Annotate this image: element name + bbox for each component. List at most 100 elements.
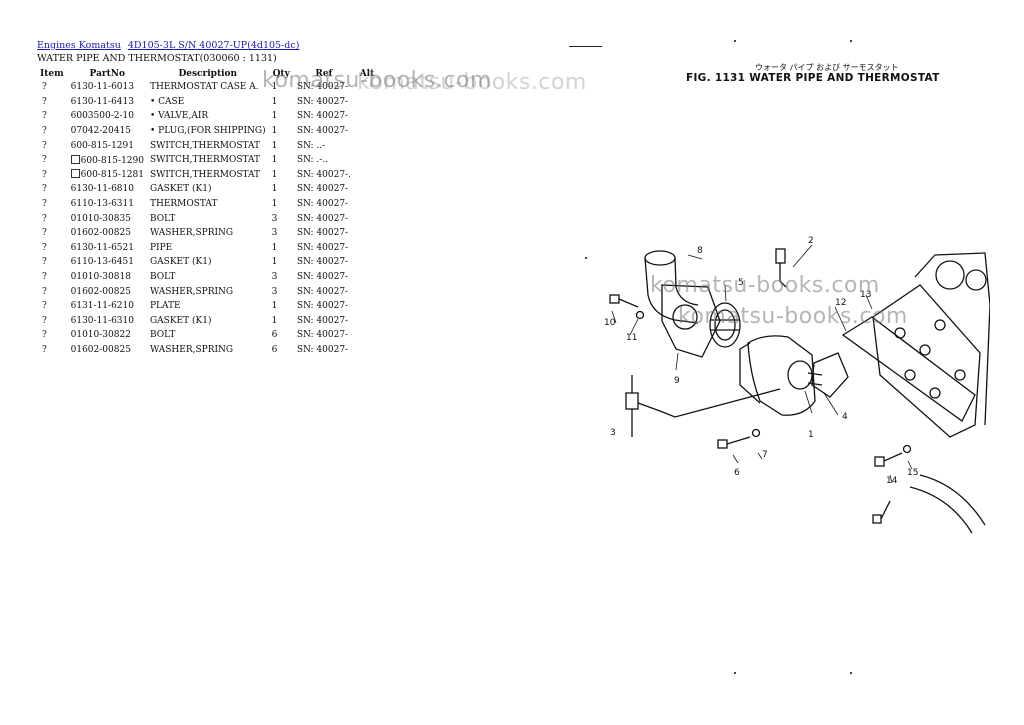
exploded-parts-diagram: 2 8 5 12 13 10 11 9 3 4 1 7 6 14 15	[604, 236, 990, 534]
cell-qty-text: 6	[271, 344, 278, 355]
cell-ref: SN: 40027-	[294, 95, 354, 110]
cell-ref: SN: .-..	[294, 153, 354, 168]
cell-description: GASKET (K1)	[147, 182, 269, 197]
cell-alt	[354, 255, 380, 270]
callout-label: 11	[626, 333, 637, 343]
cell-description-text: SWITCH,THERMOSTAT	[149, 155, 261, 166]
breadcrumb-link-model[interactable]: 4D105-3L S/N 40027-UP(4d105-dc)	[127, 40, 300, 51]
cell-qty-text: 1	[271, 184, 278, 195]
cell-partno-text: 6003500-2-10	[70, 111, 134, 122]
cell-item: ?	[36, 95, 68, 110]
cell-description-text: SWITCH,THERMOSTAT	[149, 140, 261, 151]
breadcrumb-link-brand[interactable]: Engines Komatsu	[37, 40, 121, 51]
header-alt: Alt	[359, 68, 375, 79]
cell-ref-text: SN: .-..	[296, 155, 329, 166]
cell-qty: 1	[269, 168, 294, 183]
cell-description: GASKET (K1)	[147, 314, 269, 329]
cell-description: THERMOSTAT	[147, 197, 269, 212]
cell-qty: 1	[269, 197, 294, 212]
cell-item: ?	[36, 124, 68, 139]
cell-description: BOLT	[147, 211, 269, 226]
cell-description: WASHER,SPRING	[147, 284, 269, 299]
cell-qty: 1	[269, 138, 294, 153]
cell-item-text: ?	[42, 126, 47, 137]
cell-partno-text: 01010-30818	[70, 272, 131, 283]
cell-partno: 6110-13-6451	[68, 255, 147, 270]
cell-alt	[354, 211, 380, 226]
cell-qty-text: 1	[271, 111, 278, 122]
header-qty: Qty	[272, 68, 290, 79]
registration-dot	[734, 672, 736, 674]
callout-label: 3	[610, 428, 616, 438]
cell-item-text: ?	[42, 140, 47, 151]
cell-qty-text: 6	[271, 330, 278, 341]
cell-qty: 3	[269, 226, 294, 241]
cell-qty-text: 1	[271, 169, 278, 180]
cell-alt	[354, 270, 380, 285]
cell-description-text: SWITCH,THERMOSTAT	[149, 169, 261, 180]
cell-partno: 01010-30822	[68, 328, 147, 343]
cell-partno-text: 600-815-1281	[80, 170, 144, 181]
cell-description-text: GASKET (K1)	[149, 257, 212, 268]
cell-description-text: THERMOSTAT	[149, 199, 218, 210]
breadcrumb: Engines Komatsu 4D105-3L S/N 40027-UP(4d…	[37, 40, 303, 51]
cell-ref: SN: 40027-	[294, 255, 354, 270]
cell-partno: 07042-20415	[68, 124, 147, 139]
figure-title: FIG. 1131 WATER PIPE AND THERMOSTAT	[686, 72, 940, 84]
cell-alt	[354, 80, 380, 95]
cell-item: ?	[36, 197, 68, 212]
page-subtitle: WATER PIPE AND THERMOSTAT(030060 : 1131)	[37, 53, 277, 64]
cell-description: BOLT	[147, 328, 269, 343]
cell-alt	[354, 241, 380, 256]
cell-description-text: BOLT	[149, 330, 176, 341]
cell-qty-text: 1	[271, 82, 278, 93]
cell-description-text: • VALVE,AIR	[149, 111, 209, 122]
cell-description-text: WASHER,SPRING	[149, 344, 234, 355]
cell-description-text: • PLUG,(FOR SHIPPING)	[149, 126, 266, 137]
cell-ref-text: SN: 40027-	[296, 213, 349, 224]
callout-label: 6	[734, 468, 740, 478]
bolt-10-drawing	[609, 294, 645, 320]
cell-item: ?	[36, 168, 68, 183]
figure-jp-title: ウォータ パイプ および サーモスタット	[755, 63, 899, 72]
cell-partno: 01602-00825	[68, 226, 147, 241]
cell-description: THERMOSTAT CASE A.	[147, 80, 269, 95]
cell-partno: 01602-00825	[68, 284, 147, 299]
cell-ref-text: SN: 40027-.	[296, 169, 351, 180]
cell-description-text: GASKET (K1)	[149, 315, 212, 326]
cell-item-text: ?	[42, 96, 47, 107]
cell-item: ?	[36, 241, 68, 256]
header-item: Item	[40, 68, 64, 79]
gasket-drawing	[811, 352, 849, 398]
cell-description: PLATE	[147, 299, 269, 314]
cell-alt	[354, 226, 380, 241]
callout-label: 2	[808, 236, 814, 246]
cell-partno: 6131-11-6210	[68, 299, 147, 314]
cell-alt	[354, 299, 380, 314]
cell-qty-text: 3	[271, 272, 278, 283]
cell-partno-text: 6130-11-6521	[70, 242, 134, 253]
cell-qty: 1	[269, 182, 294, 197]
cell-description: BOLT	[147, 270, 269, 285]
cell-ref: SN: 40027-	[294, 226, 354, 241]
registration-dot	[850, 40, 852, 42]
callout-label: 14	[886, 476, 898, 486]
cell-qty-text: 1	[271, 155, 278, 166]
callout-label: 4	[842, 412, 848, 422]
cell-ref: SN: 40027-	[294, 211, 354, 226]
cell-ref: SN: 40027-	[294, 80, 354, 95]
cell-qty-text: 1	[271, 301, 278, 312]
cell-ref-text: SN: 40027-	[296, 199, 349, 210]
cell-description: GASKET (K1)	[147, 255, 269, 270]
cell-alt	[354, 182, 380, 197]
cell-alt	[354, 95, 380, 110]
